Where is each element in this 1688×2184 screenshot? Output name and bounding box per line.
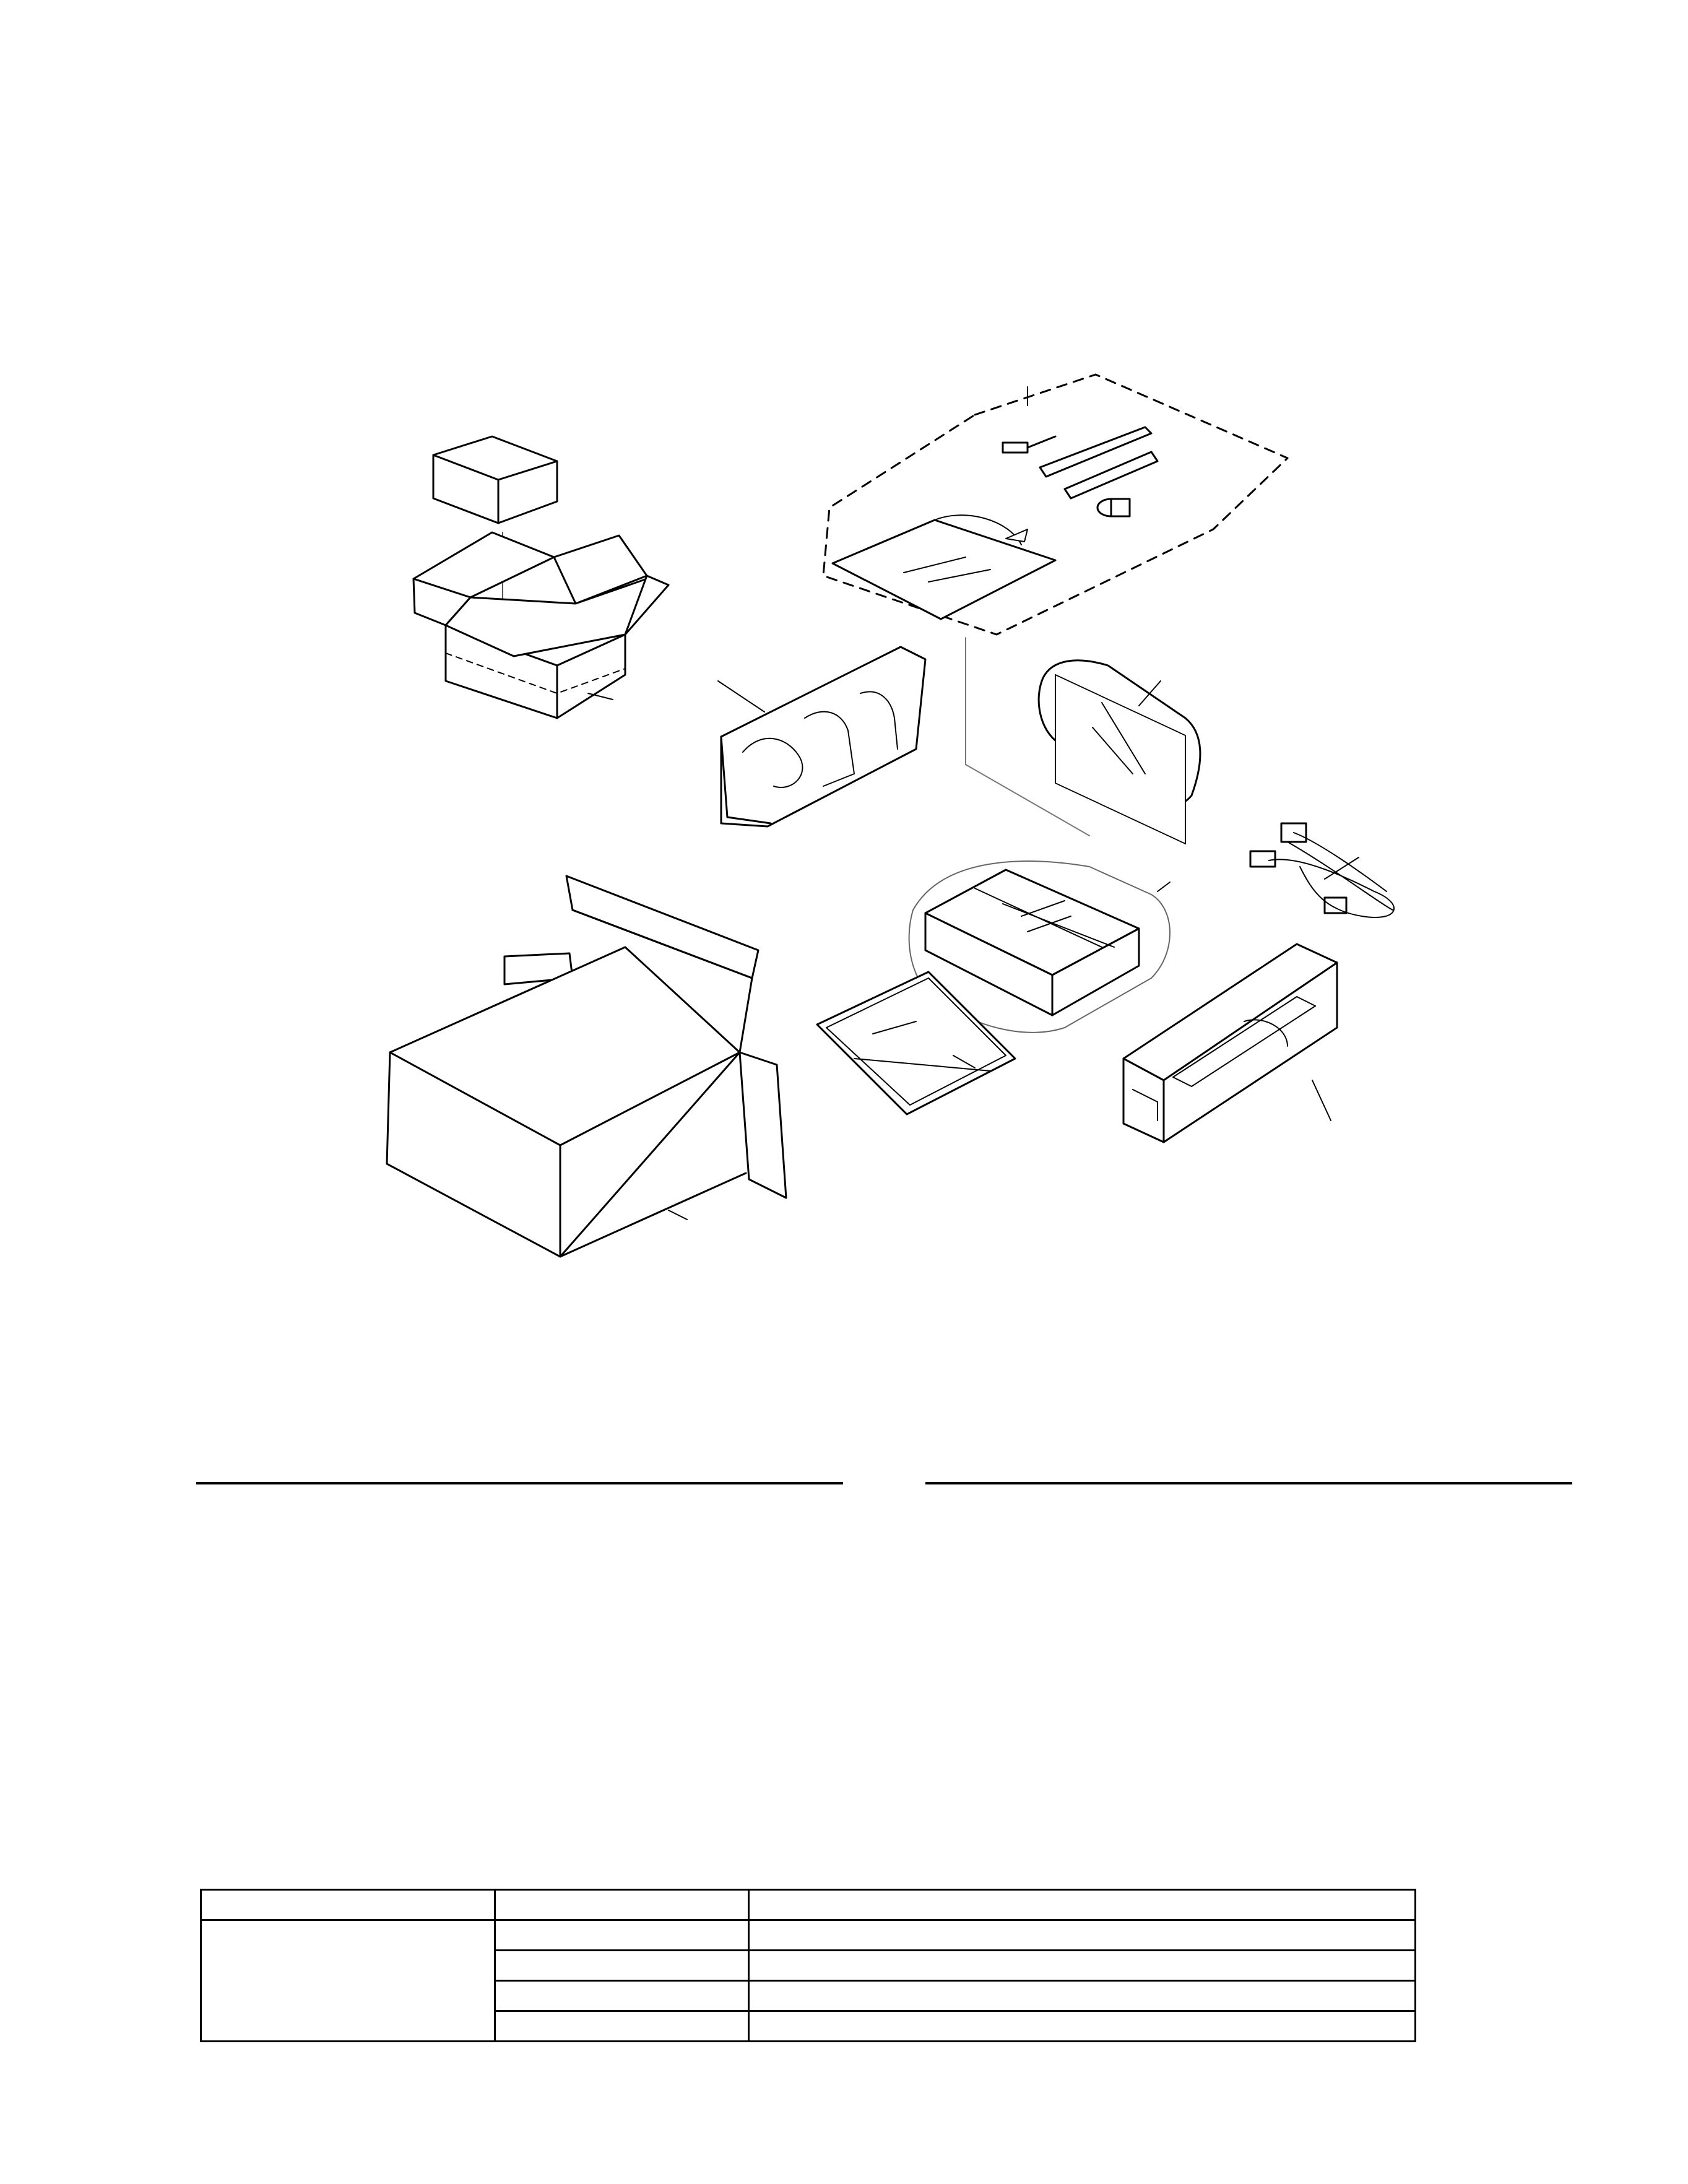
parts-table [200, 1889, 1416, 2042]
left-foam-insert [717, 646, 927, 828]
table-cell [494, 1980, 750, 2012]
cable-tie-icon [1039, 426, 1159, 500]
table-row [201, 1949, 1416, 1982]
table-row [201, 1980, 1416, 2012]
table-header-cell [200, 1889, 496, 1921]
table-header-row [200, 1889, 1416, 1921]
accessory-bag-group [822, 373, 1289, 836]
table-group-cell [200, 1919, 496, 2042]
right-foam-insert [1122, 943, 1338, 1143]
faceplate-case [1037, 659, 1201, 845]
section-rule-right [925, 1482, 1572, 1484]
table-cell [494, 2010, 750, 2042]
table-header-cell [494, 1889, 750, 1921]
small-box-lid [432, 435, 558, 524]
table-header-cell [748, 1889, 1416, 1921]
table-row [201, 2010, 1416, 2042]
packing-exploded-diagram [386, 373, 1395, 1258]
screw-icon [1002, 435, 1057, 454]
wiring-harness [1249, 822, 1395, 918]
manual-envelope [816, 971, 1016, 1116]
table-row [200, 1919, 1416, 2042]
table-cell [748, 1980, 1416, 2012]
section-rule-left [196, 1482, 843, 1484]
table-cell [494, 1919, 750, 1951]
table-cell [494, 1949, 750, 1982]
main-unit-wrapped [908, 860, 1171, 1033]
table-cell [748, 1919, 1416, 1951]
large-carton [386, 875, 787, 1258]
table-cell [748, 1949, 1416, 1982]
table-cell [748, 2010, 1416, 2042]
small-carton [412, 531, 670, 719]
plug-icon [1096, 498, 1131, 518]
